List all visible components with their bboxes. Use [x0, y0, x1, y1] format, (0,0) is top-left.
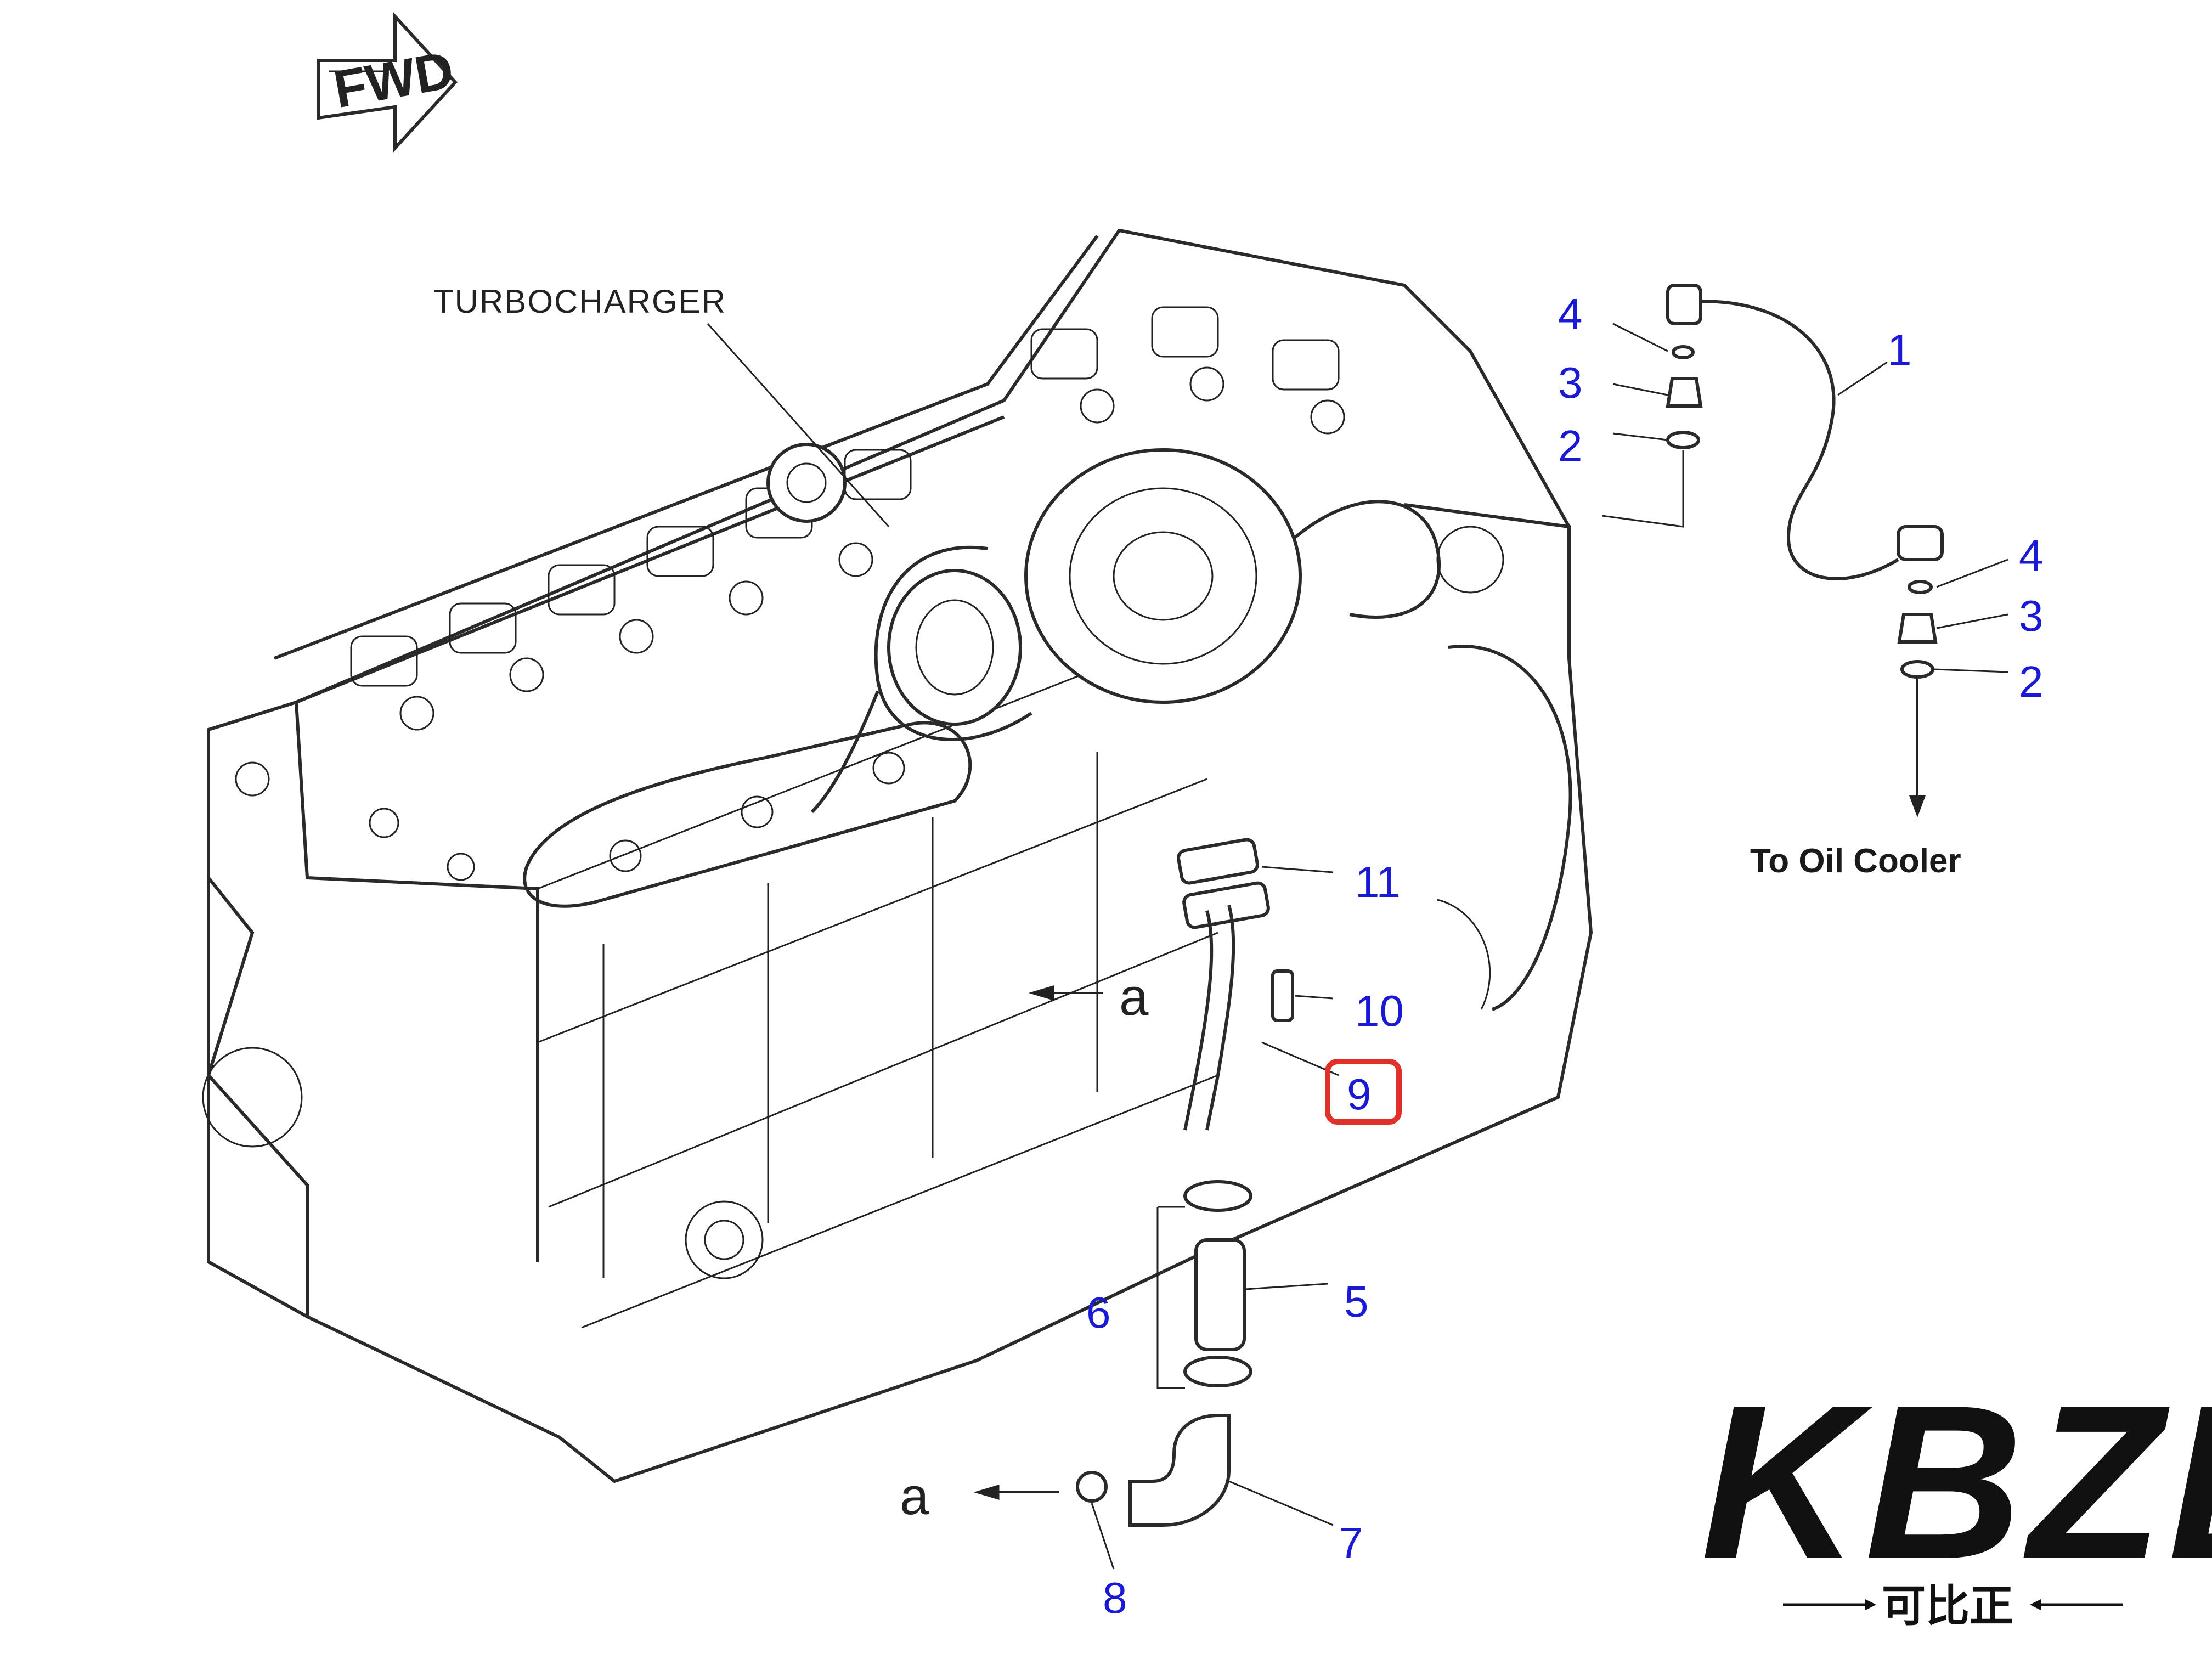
- part-number-10: 10: [1355, 986, 1404, 1035]
- fwd-arrow-icon: FWD: [317, 12, 458, 153]
- part-number-4-upper: 4: [1558, 290, 1583, 338]
- logo-brand-cn: 可比正: [1882, 1582, 2013, 1630]
- part-number-2-upper: 2: [1558, 421, 1583, 470]
- part-number-7: 7: [1339, 1519, 1363, 1567]
- part-number-5: 5: [1344, 1277, 1369, 1326]
- kbze-logo: KBZE 可比正: [1701, 1359, 2212, 1630]
- reference-a-lower: a: [900, 1467, 929, 1526]
- part-number-1: 1: [1887, 325, 1912, 374]
- logo-brand-text: KBZE: [1701, 1359, 2212, 1605]
- part-number-3-upper: 3: [1558, 358, 1583, 407]
- part-number-6: 6: [1086, 1288, 1111, 1337]
- reference-a-upper: a: [1119, 968, 1149, 1026]
- fwd-label: FWD: [330, 41, 458, 119]
- part-number-8: 8: [1103, 1573, 1127, 1622]
- part-number-2-lower: 2: [2019, 657, 2044, 706]
- turbocharger-label: TURBOCHARGER: [433, 283, 726, 320]
- part-number-4-lower: 4: [2019, 531, 2044, 580]
- to-oil-cooler-label: To Oil Cooler: [1750, 842, 1961, 880]
- part-number-9: 9: [1347, 1070, 1372, 1119]
- part-number-3-lower: 3: [2019, 591, 2044, 640]
- part-number-11: 11: [1355, 857, 1401, 906]
- turbocharger: [766, 443, 1441, 814]
- part-9-highlight: 9: [1325, 1059, 1402, 1125]
- engine-block: [202, 228, 1944, 1527]
